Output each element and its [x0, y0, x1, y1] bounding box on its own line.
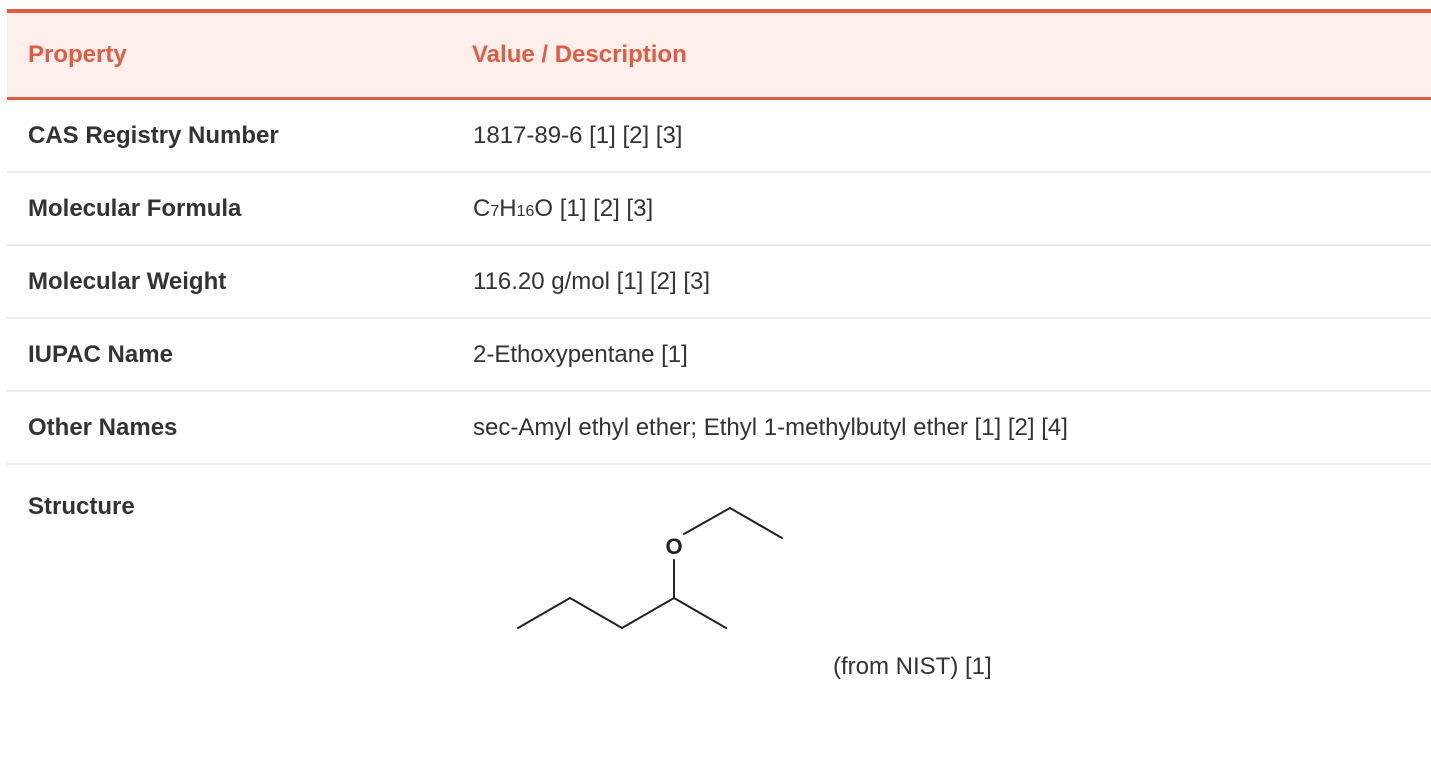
- header-property: Property: [28, 41, 127, 68]
- row-property: CAS Registry Number: [28, 121, 279, 149]
- row-value: 116.20 g/mol [1] [2] [3]: [473, 267, 711, 295]
- table-row: IUPAC Name 2-Ethoxypentane [1]: [7, 319, 1431, 392]
- structure-cell: O (from NIST) [1]: [451, 465, 1431, 705]
- bond: [569, 597, 623, 629]
- row-property: IUPAC Name: [28, 340, 173, 368]
- bond: [673, 597, 727, 629]
- oxygen-atom-label: O: [665, 534, 682, 559]
- row-property: Structure: [28, 493, 135, 520]
- row-value: 1817-89-6 [1] [2] [3]: [473, 121, 683, 149]
- row-value: C7H16O [1] [2] [3]: [451, 195, 1431, 223]
- table-row-structure: Structure O (from NIST) [1]: [7, 465, 1431, 705]
- formula-mid: H: [499, 194, 517, 222]
- formula-subscript-carbon: 7: [490, 202, 500, 220]
- table-row: Other Names sec-Amyl ethyl ether; Ethyl …: [7, 392, 1431, 465]
- table-row: Molecular Formula C7H16O [1] [2] [3]: [7, 173, 1431, 246]
- formula-suffix: O [1] [2] [3]: [534, 194, 654, 222]
- row-property: Other Names: [28, 413, 178, 441]
- structure-caption: (from NIST) [1]: [833, 653, 992, 680]
- property-table: Property Value / Description CAS Registr…: [7, 9, 1431, 705]
- molecule-structure-image: O: [517, 507, 783, 629]
- table-header: Property Value / Description: [7, 13, 1431, 100]
- row-value: 2-Ethoxypentane [1]: [473, 340, 688, 368]
- bond: [621, 597, 675, 629]
- row-value: sec-Amyl ethyl ether; Ethyl 1-methylbuty…: [473, 413, 1068, 441]
- bond: [729, 507, 783, 539]
- formula-prefix: C: [473, 194, 491, 222]
- row-property: Molecular Formula: [28, 194, 242, 222]
- row-property: Molecular Weight: [28, 267, 227, 295]
- header-value: Value / Description: [472, 41, 687, 68]
- formula-subscript-hydrogen: 16: [516, 202, 535, 220]
- bond: [683, 507, 731, 535]
- bond: [517, 597, 571, 629]
- table-row: Molecular Weight 116.20 g/mol [1] [2] [3…: [7, 246, 1431, 319]
- table-row: CAS Registry Number 1817-89-6 [1] [2] [3…: [7, 100, 1431, 173]
